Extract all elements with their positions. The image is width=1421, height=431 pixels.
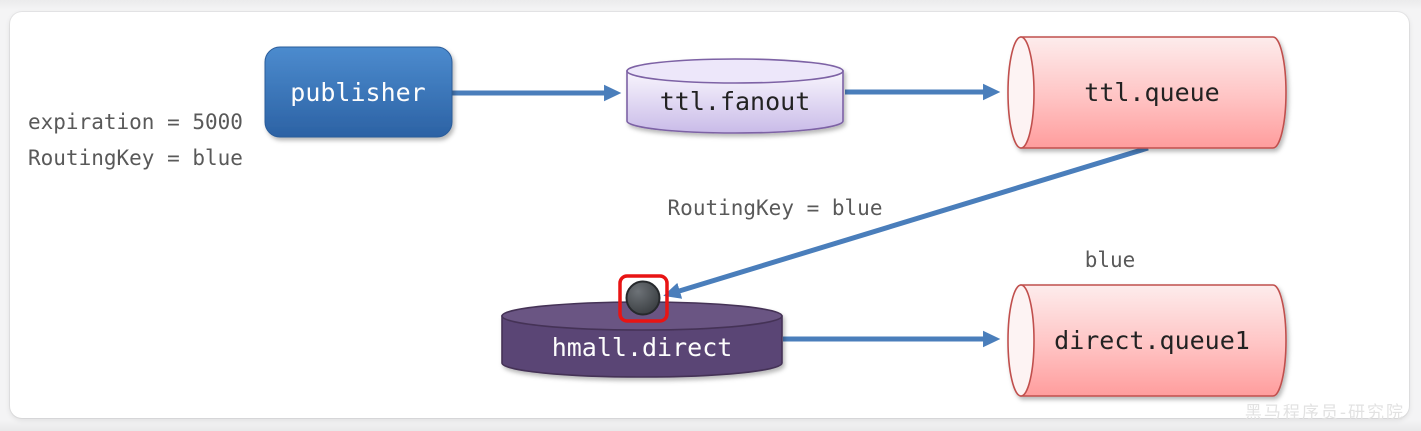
message-marker (618, 274, 669, 323)
routingkey-annotation: RoutingKey = blue (28, 146, 243, 170)
ttl-fanout-top (626, 58, 844, 84)
hmall-direct-node: hmall.direct (501, 301, 783, 378)
watermark: 黑马程序员-研究院 (1244, 403, 1405, 423)
ttl-queue-cap (1007, 36, 1035, 149)
direct-queue1-body (1020, 284, 1287, 397)
ttl-fanout-node: ttl.fanout (626, 58, 844, 134)
direct-queue1-label: direct.queue1 (1054, 326, 1250, 355)
binding-key-label: blue (1085, 248, 1136, 272)
publisher-box (264, 46, 453, 138)
highlight-box (618, 274, 669, 323)
ttl-queue-body (1020, 36, 1287, 149)
direct-queue1-cap (1007, 284, 1035, 397)
ttl-fanout-body (626, 70, 844, 134)
ttl-queue-node: ttl.queue (1007, 36, 1287, 149)
edge-queue-to-direct (663, 145, 1149, 299)
ttl-queue-label: ttl.queue (1084, 78, 1219, 107)
hmall-direct-body (501, 315, 783, 378)
hmall-direct-label: hmall.direct (552, 333, 733, 362)
expiration-annotation: expiration = 5000 (28, 110, 243, 134)
publisher-node: publisher (264, 46, 453, 138)
edges (452, 83, 1149, 348)
ttl-fanout-label: ttl.fanout (660, 87, 811, 116)
edge-routingkey-label: RoutingKey = blue (668, 196, 883, 220)
publisher-label: publisher (290, 78, 425, 107)
message-dot-icon (625, 280, 661, 316)
direct-queue1-node: direct.queue1 (1007, 284, 1287, 397)
